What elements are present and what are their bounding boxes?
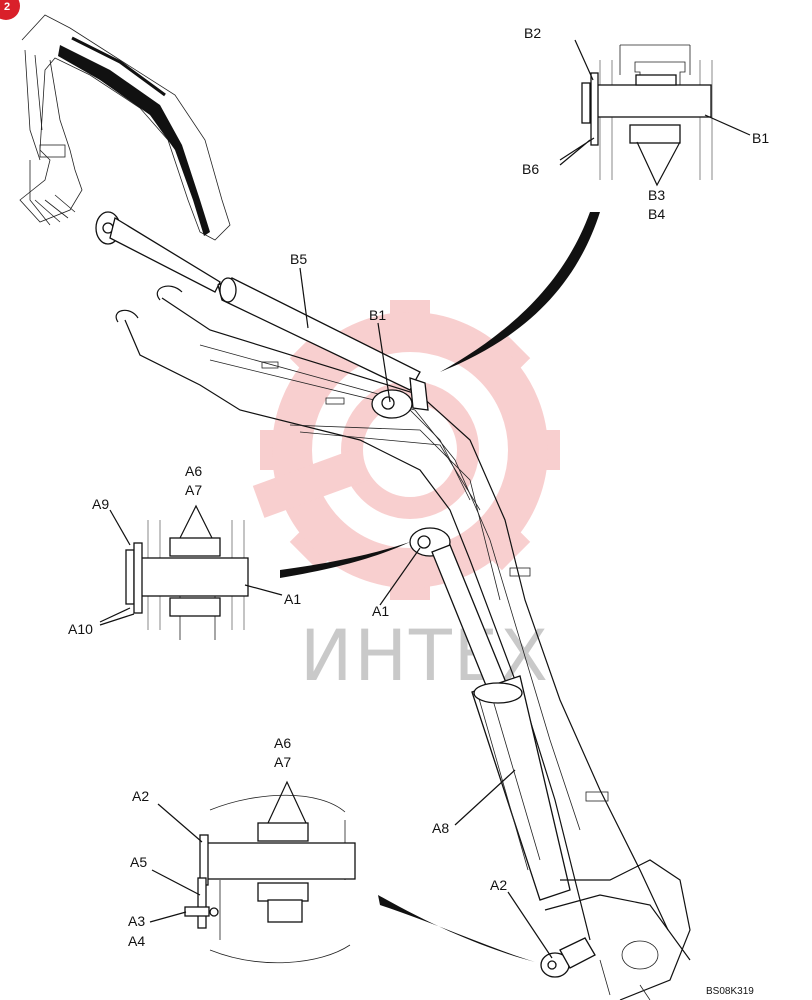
boom-assembly (95, 211, 691, 1000)
label-b4-detail: B4 (648, 206, 665, 222)
label-a1-detail: A1 (284, 591, 301, 607)
label-a9: A9 (92, 496, 109, 512)
label-a6-bottom: A6 (274, 735, 291, 751)
label-b3-detail: B3 (648, 187, 665, 203)
label-a7-bottom: A7 (274, 754, 291, 770)
leader-b1-main (377, 322, 391, 403)
detail-b (559, 39, 751, 187)
badge-number: 2 (4, 1, 10, 13)
label-b2-detail: B2 (524, 25, 541, 41)
label-a2-main: A2 (490, 877, 507, 893)
page-badge: 2 (0, 0, 20, 20)
label-b5: B5 (290, 251, 307, 267)
label-a7-left: A7 (185, 482, 202, 498)
label-b1-detail: B1 (752, 130, 769, 146)
label-a2-detail: A2 (132, 788, 149, 804)
label-a3: A3 (128, 913, 145, 929)
leader-arrow-a2 (378, 895, 535, 962)
detail-a1 (99, 504, 283, 640)
label-a5: A5 (130, 854, 147, 870)
label-a6-left: A6 (185, 463, 202, 479)
label-a1-main: A1 (372, 603, 389, 619)
leader-b5 (299, 267, 309, 329)
leader-arrow-b (440, 212, 600, 372)
leader-a1-main (379, 547, 421, 606)
leader-a2-main (507, 891, 553, 959)
label-a10: A10 (68, 621, 93, 637)
detail-a2 (149, 780, 356, 964)
label-b6-detail: B6 (522, 161, 539, 177)
leader-arrow-a1 (280, 542, 410, 578)
label-a8: A8 (432, 820, 449, 836)
leader-a8 (454, 769, 516, 826)
drawing-code: BS08K319 (706, 986, 754, 997)
label-b1-main: B1 (369, 307, 386, 323)
excavator-overview (19, 14, 231, 241)
boom-cylinder (95, 211, 421, 391)
label-a4: A4 (128, 933, 145, 949)
